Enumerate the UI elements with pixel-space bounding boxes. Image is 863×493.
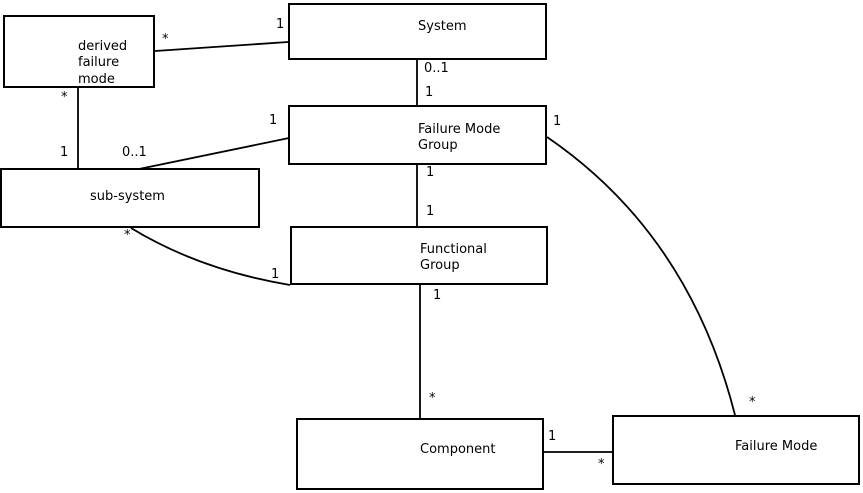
multiplicity-label: 1 xyxy=(60,145,69,160)
multiplicity-label: 1 xyxy=(276,17,285,32)
multiplicity-label: 1 xyxy=(426,204,435,219)
multiplicity-label: * xyxy=(61,90,68,105)
multiplicity-label: * xyxy=(749,395,756,410)
multiplicity-label: 1 xyxy=(433,288,442,303)
node-label-line: Failure Mode xyxy=(418,122,501,137)
edge-failure-mode-group-failure-mode xyxy=(546,136,736,416)
edge-sub-system-functional-group xyxy=(130,227,291,286)
multiplicity-label: 1 xyxy=(426,165,435,180)
multiplicity-label: * xyxy=(124,228,131,243)
node-functional-group: Functional Group xyxy=(290,226,548,285)
node-label-line: Group xyxy=(418,138,458,154)
multiplicity-label: * xyxy=(598,457,605,472)
multiplicity-label: 1 xyxy=(548,429,557,444)
multiplicity-label: 1 xyxy=(269,113,278,128)
node-sub-system: sub-system xyxy=(0,168,260,228)
node-label-line: Functional xyxy=(420,242,487,257)
multiplicity-label: 0..1 xyxy=(424,61,449,76)
node-failure-mode: Failure Mode xyxy=(612,415,860,485)
node-label-line: sub-system xyxy=(90,189,165,204)
node-label-line: derived xyxy=(78,39,128,54)
node-system: System xyxy=(288,3,547,60)
multiplicity-label: * xyxy=(162,32,169,47)
node-label-line: Failure Mode xyxy=(735,439,818,454)
node-label-line: Group xyxy=(420,258,460,274)
node-component: Component xyxy=(296,418,544,490)
edge-failure-mode-group-sub-system xyxy=(138,137,290,170)
multiplicity-label: * xyxy=(429,391,436,406)
node-label-line: Component xyxy=(420,442,496,457)
node-label-line: mode xyxy=(78,71,115,87)
multiplicity-label: 0..1 xyxy=(122,145,147,160)
node-label-line: failure xyxy=(78,55,120,71)
multiplicity-label: 1 xyxy=(425,85,434,100)
multiplicity-label: 1 xyxy=(271,267,280,282)
multiplicity-label: 1 xyxy=(553,114,562,129)
node-derived-failure-mode: derived failure mode xyxy=(3,15,155,88)
node-failure-mode-group: Failure Mode Group xyxy=(288,105,547,165)
edge-derived-failure-mode-system xyxy=(154,41,289,52)
node-label-line: System xyxy=(418,19,467,34)
